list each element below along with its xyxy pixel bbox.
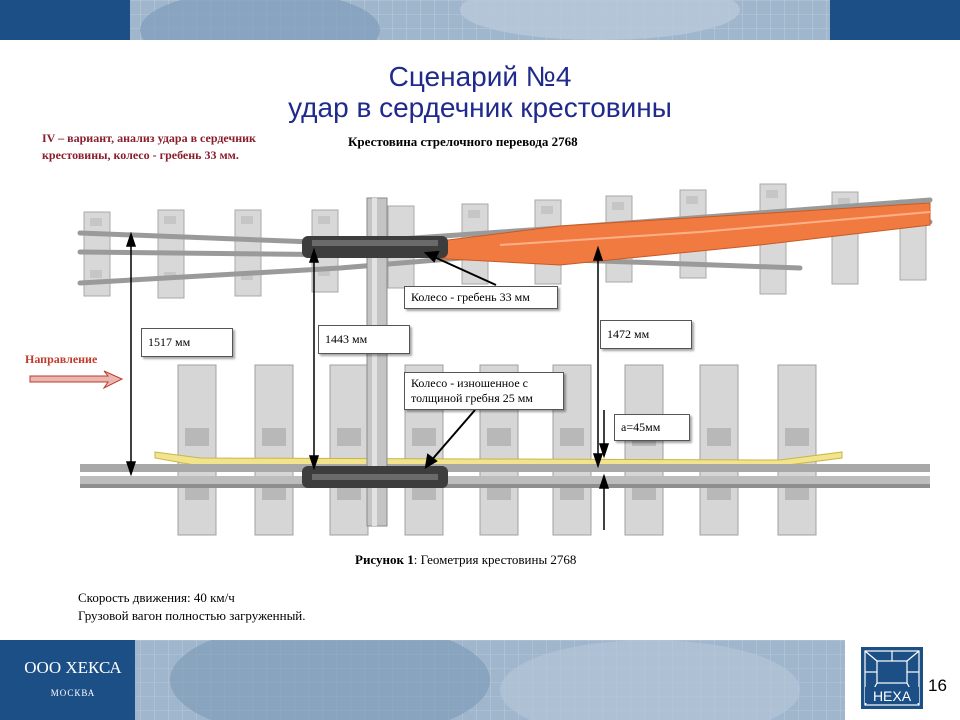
company-city: МОСКВА [50,688,96,698]
frog-geometry-diagram [29,183,933,536]
pointer-lines [423,250,497,469]
header-band-graphic [0,0,960,40]
label-dim-1517: 1517 мм [141,328,233,357]
label-dim-1472: 1472 мм [600,320,692,349]
label-dim-1443: 1443 мм [318,325,410,354]
figure-caption: Рисунок 1: Геометрия крестовины 2768 [355,552,576,568]
conditions: Скорость движения: 40 км/ч Грузовой ваго… [78,589,306,625]
page-number: 16 [928,676,947,695]
label-dim-a: a=45мм [614,414,690,441]
figure-caption-bold: Рисунок 1 [355,552,414,567]
direction-arrow [29,370,124,390]
footer-band-graphic [0,640,960,720]
figure-title: Крестовина стрелочного перевода 2768 [348,134,578,149]
lower-rails [80,464,930,488]
figure-caption-rest: : Геометрия крестовины 2768 [413,552,577,567]
slide-title-line2: удар в сердечник крестовины [288,92,672,123]
slide-title-line1: Сценарий №4 [388,61,572,92]
label-wheel-33: Колесо - гребень 33 мм [404,286,558,309]
direction-label: Направление [25,352,98,366]
variant-note: IV – вариант, анализ удара в сердечник к… [42,131,256,162]
speed-text: Скорость движения: 40 км/ч [78,590,235,605]
logo-text: HEXA [873,688,912,704]
company-name: ООО ХЕКСА [24,658,122,677]
footer-band [0,640,960,720]
wheelset [302,197,448,527]
guard-rail [154,451,843,467]
load-text: Грузовой вагон полностью загруженный. [78,608,306,623]
dimension-lines [125,231,610,530]
hexa-logo: HEXA [861,647,923,709]
header-band [0,0,960,40]
label-wheel-worn: Колесо - изношенное с толщиной гребня 25… [404,372,564,410]
